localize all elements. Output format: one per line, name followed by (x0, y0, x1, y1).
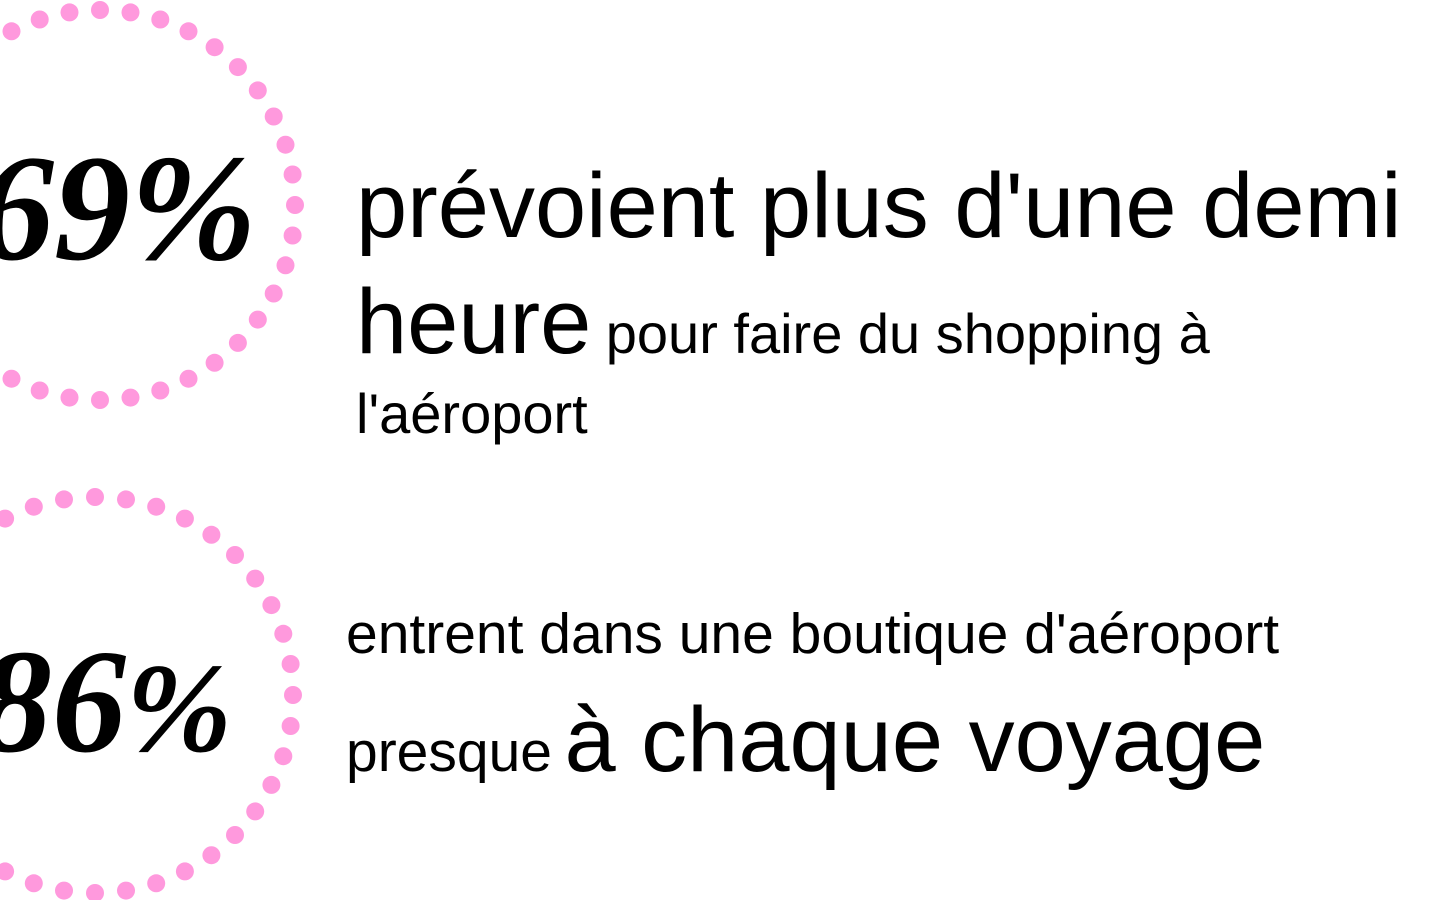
stat-2-dot (175, 862, 194, 881)
stat-1-dot (228, 58, 247, 77)
stat-2-dot (284, 686, 302, 704)
stat-1-dot (151, 381, 170, 400)
stat-1-line-1: prévoient plus d'une demi (356, 155, 1402, 257)
stat-2-dot (274, 624, 293, 643)
stat-2-dot (117, 881, 135, 900)
stat-2-percent-symbol: % (126, 638, 233, 779)
stat-1-dot (91, 1, 109, 19)
stat-1-dot (121, 388, 140, 407)
stat-1-dot (91, 391, 109, 409)
stat-1-dot (276, 256, 295, 275)
stat-2-dot (86, 884, 104, 900)
stat-1-dot (60, 388, 79, 407)
stat-2-dot (55, 881, 73, 900)
stat-2-dot (86, 488, 104, 506)
stat-1-dot (205, 353, 224, 372)
stat-2-line-2-start: presque (346, 720, 552, 784)
stat-2-dot (147, 497, 166, 516)
stat-2-dot (55, 490, 73, 509)
stat-1-line-2-emphasis: heure (356, 271, 592, 373)
stat-1-dot (264, 284, 283, 303)
stat-2-line-2: presque à chaque voyage (346, 694, 1265, 786)
stat-1-dot (179, 22, 198, 41)
stat-2-dot (226, 546, 244, 564)
stat-2-line-2-emphasis: à chaque voyage (564, 689, 1266, 791)
stat-2-dot (281, 655, 300, 673)
stat-2-dot (281, 717, 300, 735)
stat-1-percent-symbol: % (130, 124, 257, 292)
stat-2-dot (147, 874, 166, 893)
stat-2-percentage: 86% (0, 628, 232, 776)
stat-1-dot (248, 81, 267, 100)
stat-1-line-3: l'aéroport (356, 382, 588, 445)
stat-2-dot (202, 846, 221, 865)
stat-1-dot (283, 226, 302, 245)
stat-2-dot (246, 802, 265, 821)
stat-2-dot (117, 490, 135, 509)
stat-1-dot (248, 310, 267, 329)
stat-1-dot (2, 369, 21, 388)
stat-1-percentage: 69% (0, 132, 257, 284)
stat-1-dot (283, 165, 302, 184)
stat-1-line-2-rest: pour faire du shopping à (605, 302, 1210, 365)
stat-2-line-1: entrent dans une boutique d'aéroport (346, 602, 1280, 666)
stat-2-dot (262, 775, 281, 794)
stat-1-dot (60, 3, 79, 22)
stat-2-dot (24, 874, 43, 893)
stat-1-dot (264, 107, 283, 126)
stat-1-dot (30, 10, 49, 29)
stat-1-dot (179, 369, 198, 388)
stat-1-line-2: heure pour faire du shopping à (356, 276, 1210, 368)
stat-2-dot (246, 569, 265, 588)
stat-1-dot (276, 135, 295, 154)
stat-2-dot (202, 525, 221, 544)
stat-1-dot (228, 333, 247, 352)
stat-2-dot (226, 826, 244, 844)
stat-1-dot (205, 38, 224, 57)
stat-2-number: 86 (0, 620, 126, 784)
stat-2-dot (262, 596, 281, 615)
stat-2-dot (274, 747, 293, 766)
stat-1-dot (2, 22, 21, 41)
stat-2-dot (24, 497, 43, 516)
stat-2-dot (0, 862, 15, 881)
stat-1-number: 69 (0, 124, 130, 292)
stat-1-dot (286, 196, 304, 214)
stat-2-dot (175, 509, 194, 528)
stat-1-dot (121, 3, 140, 22)
stat-2-dot (0, 509, 15, 528)
stat-1-dot (151, 10, 170, 29)
stat-1-dot (30, 381, 49, 400)
